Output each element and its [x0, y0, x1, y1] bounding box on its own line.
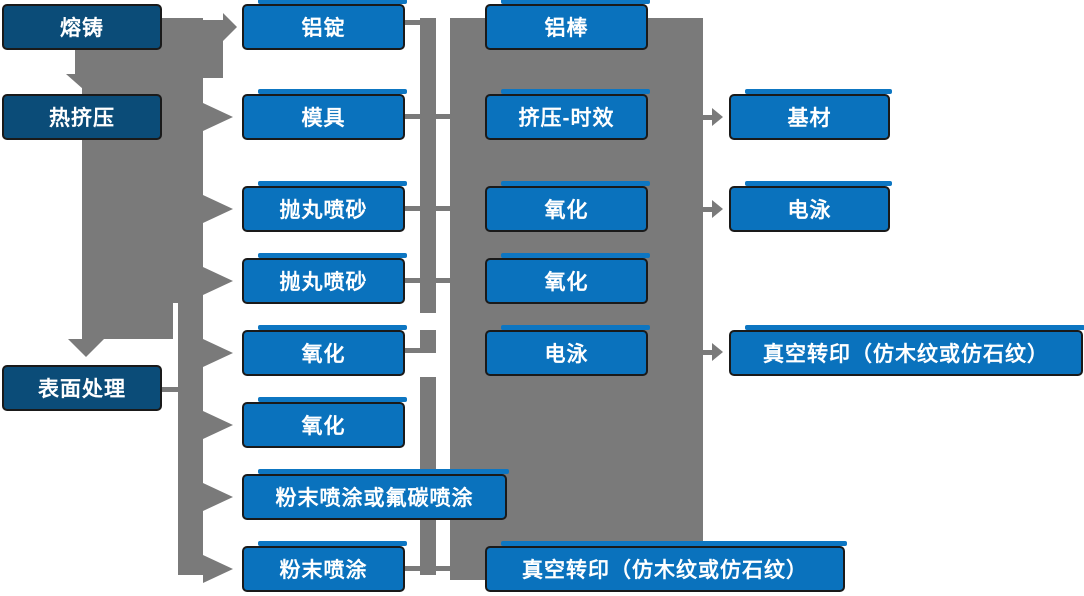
node-oxidation-c3-2: 氧化	[485, 253, 650, 304]
arrow-right-to-electrophoresis-icon	[712, 200, 723, 218]
arrow-right-to-oxidation-2-icon	[203, 411, 233, 439]
connector-tick-shot-blast-1	[405, 206, 450, 211]
node-mold: 模具	[242, 89, 407, 140]
node-aluminum-rod: 铝棒	[485, 0, 650, 50]
node-aluminum-ingot: 铝锭	[242, 0, 407, 50]
arrow-right-to-aluminum-ingot-icon	[223, 13, 237, 41]
arrow-right-to-powder-fluorocarbon-icon	[203, 483, 233, 511]
node-powder-or-fluorocarbon: 粉末喷涂或氟碳喷涂	[242, 469, 509, 520]
node-surface-treatment: 表面处理	[2, 365, 162, 411]
arrow-stub-to-vacuum-transfer	[703, 350, 712, 355]
connector-left-band-lower	[82, 303, 173, 339]
node-base-material: 基材	[729, 89, 892, 140]
node-melt-casting: 熔铸	[2, 4, 162, 50]
connector-tick-shot-blast-2	[405, 278, 450, 283]
node-vacuum-transfer-c4: 真空转印（仿木纹或仿石纹）	[729, 325, 1084, 376]
arrow-right-to-powder-coating-icon	[203, 555, 233, 583]
connector-tick-mold	[405, 114, 450, 119]
arrow-right-to-vacuum-transfer-icon	[712, 343, 723, 361]
node-shot-blast-2: 抛丸喷砂	[242, 253, 407, 304]
node-oxidation-c2-2: 氧化	[242, 397, 407, 448]
arrow-right-to-base-material-icon	[712, 108, 723, 126]
arrow-right-to-oxidation-1-icon	[203, 339, 233, 367]
arrow-right-to-mold-icon	[203, 103, 233, 131]
node-vacuum-transfer-c3: 真空转印（仿木纹或仿石纹）	[485, 541, 847, 592]
arrow-stub-to-base-material	[703, 115, 712, 120]
connector-narrow-band	[178, 303, 203, 575]
connector-surface-treatment-stub	[162, 387, 178, 392]
node-electrophoresis-c3: 电泳	[485, 325, 650, 376]
connector-tick-vacuum-transfer	[436, 566, 450, 571]
connector-left-band	[82, 18, 203, 303]
connector-tick-oxidation	[405, 348, 420, 353]
arrow-shaft-melt-to-hot	[75, 49, 92, 74]
node-powder-coating: 粉末喷涂	[242, 541, 407, 592]
arrow-stub-to-electrophoresis	[703, 207, 712, 212]
node-electrophoresis-c4: 电泳	[729, 181, 892, 232]
connector-top-arm	[203, 20, 223, 78]
connector-tick-powder-coating	[405, 566, 420, 571]
arrow-down-to-surface-treatment-icon	[68, 339, 104, 357]
arrow-right-to-shot-blast-2-icon	[203, 267, 233, 295]
node-oxidation-c2-1: 氧化	[242, 325, 407, 376]
arrow-right-to-shot-blast-1-icon	[203, 195, 233, 223]
connector-mid-bar-upper	[420, 18, 436, 313]
node-extrusion-aging: 挤压-时效	[485, 89, 650, 140]
node-oxidation-c3-1: 氧化	[485, 181, 650, 232]
node-shot-blast-1: 抛丸喷砂	[242, 181, 407, 232]
arrow-down-to-hot-extrusion-icon	[66, 74, 100, 89]
node-hot-extrusion: 热挤压	[2, 94, 162, 140]
connector-tick-aluminum-ingot	[405, 20, 420, 25]
connector-mid-bar-middle	[420, 330, 436, 353]
